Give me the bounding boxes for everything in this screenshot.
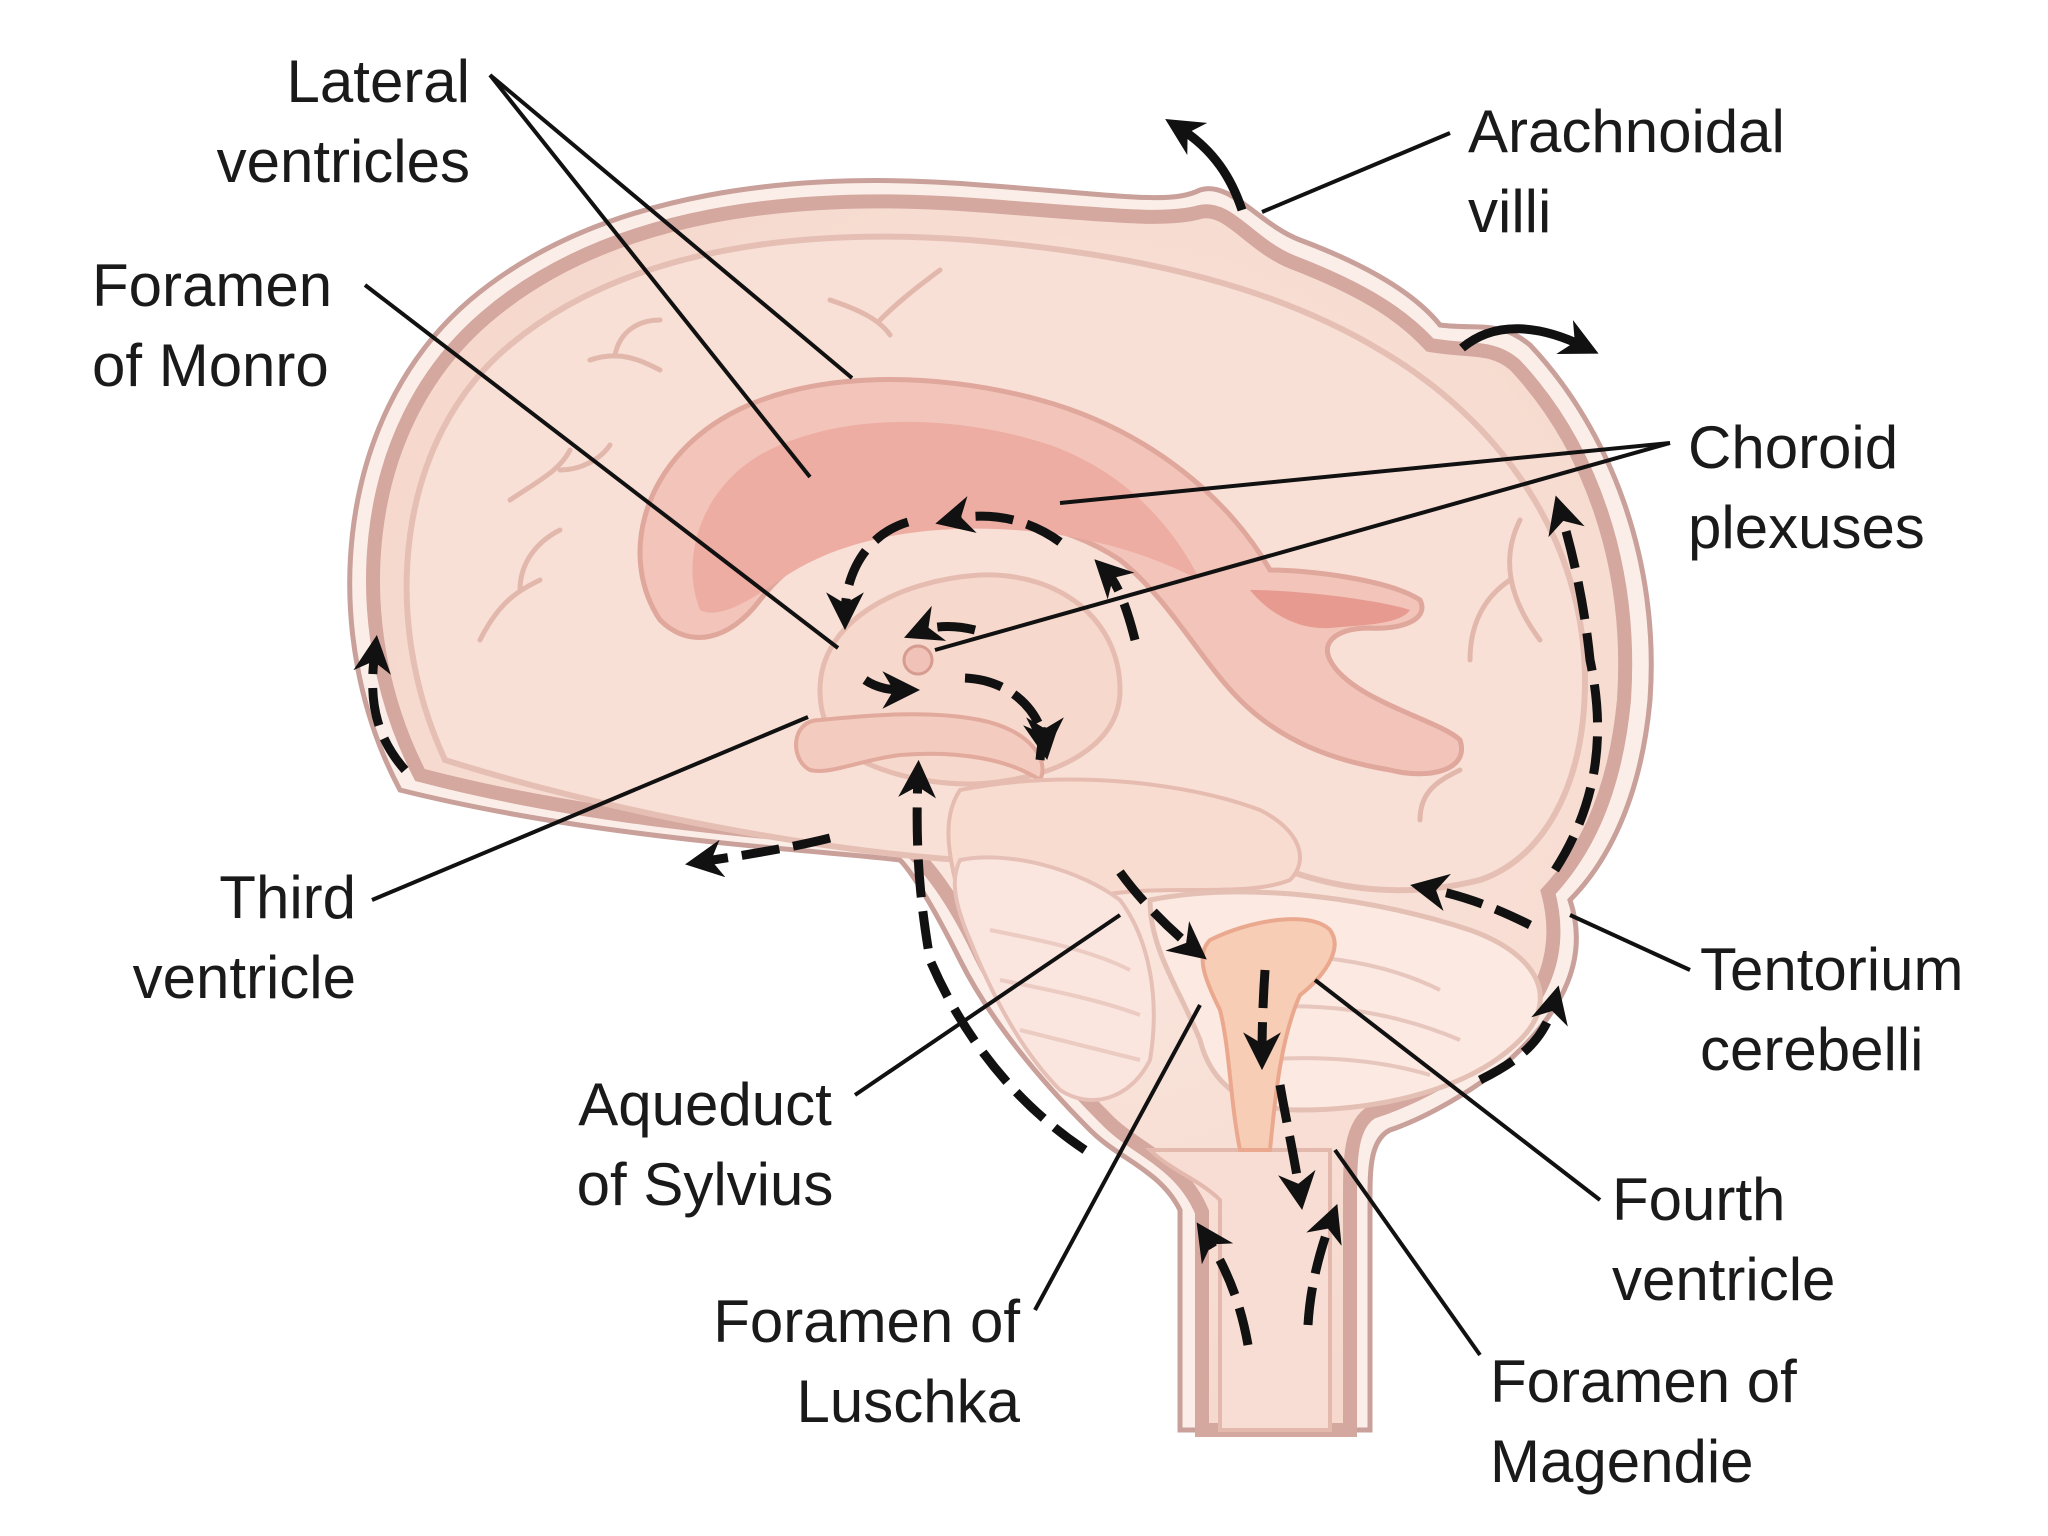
leader-arachnoidal-villi	[1262, 133, 1450, 212]
label-foramen-of-monro: Foramen of Monro	[92, 246, 422, 406]
label-foramen-of-monro-line-1: Foramen	[92, 246, 422, 326]
foramen-of-monro-opening	[904, 646, 932, 674]
label-foramen-of-luschka-line-2: Luschka	[660, 1362, 1020, 1442]
label-tentorium-cerebelli-line-1: Tentorium	[1700, 930, 2040, 1010]
label-aqueduct-of-sylvius-line-2: of Sylvius	[540, 1145, 870, 1225]
label-choroid-plexuses: Choroid plexuses	[1688, 408, 2008, 568]
leader-tentorium-cerebelli	[1570, 915, 1690, 970]
label-aqueduct-of-sylvius-line-1: Aqueduct	[540, 1065, 870, 1145]
label-foramen-of-monro-line-2: of Monro	[92, 326, 422, 406]
label-aqueduct-of-sylvius: Aqueduct of Sylvius	[540, 1065, 870, 1225]
label-arachnoidal-villi-line-1: Arachnoidal	[1468, 92, 1888, 172]
label-third-ventricle: Third ventricle	[50, 858, 356, 1018]
label-third-ventricle-line-2: ventricle	[50, 938, 356, 1018]
label-lateral-ventricles: Lateral ventricles	[130, 42, 470, 202]
label-arachnoidal-villi-line-2: villi	[1468, 172, 1888, 252]
label-arachnoidal-villi: Arachnoidal villi	[1468, 92, 1888, 252]
label-fourth-ventricle: Fourth ventricle	[1612, 1160, 1932, 1320]
label-tentorium-cerebelli: Tentorium cerebelli	[1700, 930, 2040, 1090]
label-choroid-plexuses-line-2: plexuses	[1688, 488, 2008, 568]
label-tentorium-cerebelli-line-2: cerebelli	[1700, 1010, 2040, 1090]
flow-arrow-third-2	[1040, 732, 1045, 760]
label-foramen-of-magendie-line-1: Foramen of	[1490, 1342, 1850, 1422]
label-lateral-ventricles-line-2: ventricles	[130, 122, 470, 202]
label-foramen-of-luschka-line-1: Foramen of	[660, 1282, 1020, 1362]
label-lateral-ventricles-line-1: Lateral	[130, 42, 470, 122]
label-fourth-ventricle-line-1: Fourth	[1612, 1160, 1932, 1240]
label-fourth-ventricle-line-2: ventricle	[1612, 1240, 1932, 1320]
label-foramen-of-magendie-line-2: Magendie	[1490, 1422, 1850, 1502]
label-foramen-of-magendie: Foramen of Magendie	[1490, 1342, 1850, 1502]
label-foramen-of-luschka: Foramen of Luschka	[660, 1282, 1020, 1442]
label-third-ventricle-line-1: Third	[50, 858, 356, 938]
label-choroid-plexuses-line-1: Choroid	[1688, 408, 2008, 488]
